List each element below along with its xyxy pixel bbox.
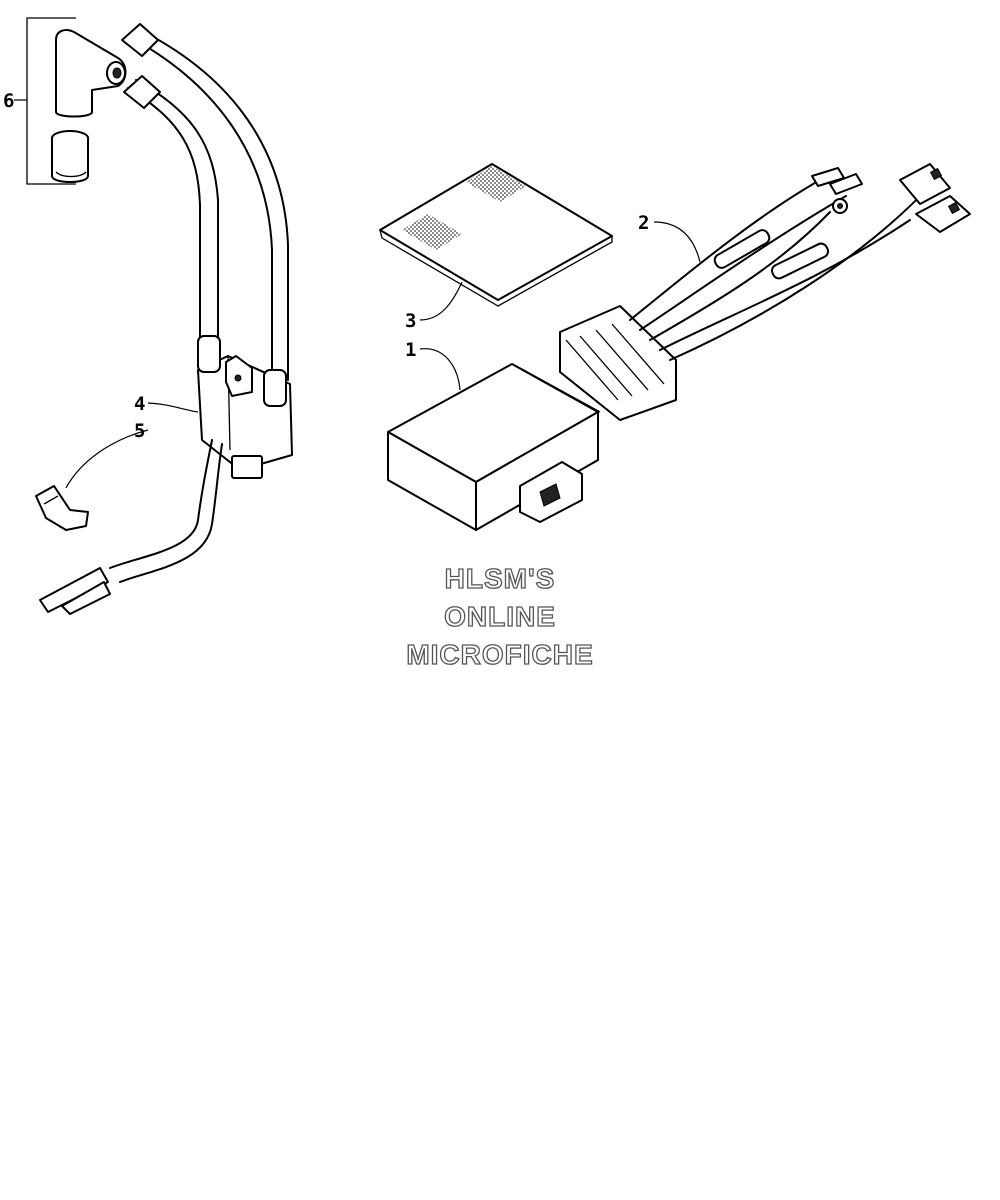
ecu-module — [387, 363, 601, 531]
leader-lines — [14, 99, 701, 489]
watermark-line-2: ONLINE — [444, 601, 556, 632]
spark-plug-cap-group — [26, 17, 127, 185]
callout-5: 5 — [134, 420, 145, 442]
watermark-line-3: MICROFICHE — [406, 639, 593, 670]
pad-sheet — [379, 163, 613, 307]
callout-2: 2 — [638, 212, 649, 234]
callout-6: 6 — [3, 90, 14, 112]
watermark-line-1: HLSM'S — [445, 563, 556, 594]
callout-3: 3 — [405, 310, 416, 332]
wire-harness — [559, 163, 971, 421]
callout-1: 1 — [405, 339, 416, 361]
wire-clip — [35, 485, 89, 531]
callout-4: 4 — [134, 393, 145, 415]
ignition-coil-group — [39, 23, 293, 615]
